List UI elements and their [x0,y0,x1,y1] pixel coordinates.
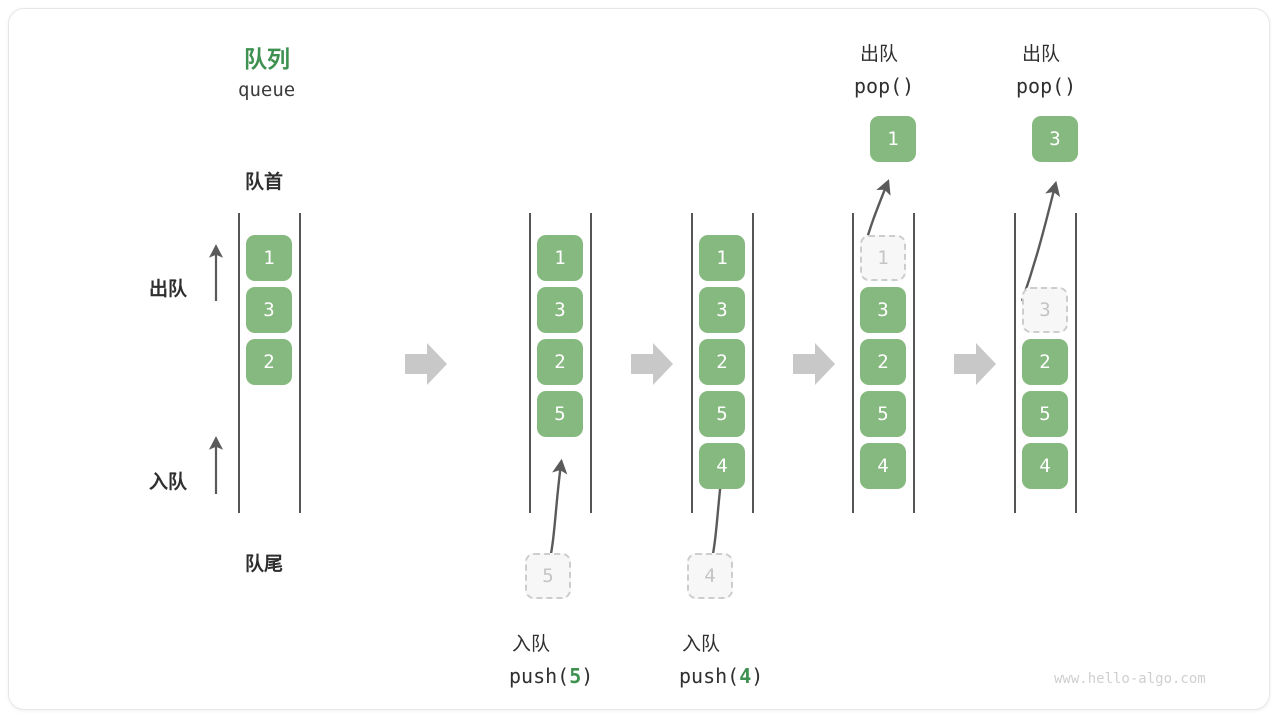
dequeue-direction-label: 出队 [149,278,188,300]
queue-item: 1 [246,235,292,281]
front-label: 队首 [245,171,284,193]
push-code-prefix: push( [509,664,570,688]
queue-rail-left [238,213,240,513]
queue-rail-right [913,213,915,513]
pop-header-code: pop() [1016,74,1077,98]
diagram-card: 队列 queue 队首 队尾 出队 入队 1 3 2 1 3 2 5 5 入队 … [8,8,1270,710]
queue-rail-right [1075,213,1077,513]
queue-item: 2 [699,339,745,385]
queue-rail-left [1014,213,1016,513]
queue-item: 5 [860,391,906,437]
incoming-item: 4 [687,553,733,599]
incoming-item: 5 [525,553,571,599]
page-title: 队列 [244,47,290,73]
enqueue-direction-label: 入队 [149,471,188,493]
watermark: www.hello-algo.com [1054,671,1206,687]
queue-item-ghost: 3 [1022,287,1068,333]
queue-item: 3 [699,287,745,333]
queue-item: 2 [1022,339,1068,385]
page-subtitle: queue [238,79,296,101]
push-code-suffix: ) [581,664,594,688]
push-caption-code: push(5) [509,664,593,688]
queue-item: 3 [860,287,906,333]
queue-item: 1 [537,235,583,281]
popped-item: 1 [870,116,916,162]
popped-item: 3 [1032,116,1078,162]
queue-rail-left [691,213,693,513]
pop-arrow-3 [1020,180,1061,302]
push-caption-code: push(4) [679,664,763,688]
pop-header-code: pop() [854,74,915,98]
push-caption-cn: 入队 [512,633,551,655]
pop-header-cn: 出队 [1022,43,1061,65]
queue-item: 4 [860,443,906,489]
queue-item: 4 [699,443,745,489]
queue-item: 2 [537,339,583,385]
push-code-prefix: push( [679,664,740,688]
queue-rail-right [752,213,754,513]
queue-item: 2 [246,339,292,385]
diagram-stage: 队列 queue 队首 队尾 出队 入队 1 3 2 1 3 2 5 5 入队 … [9,9,1269,709]
queue-item: 5 [699,391,745,437]
diagram-overlay [208,179,1061,569]
queue-item: 3 [246,287,292,333]
push-code-arg: 4 [739,664,752,688]
queue-item: 4 [1022,443,1068,489]
queue-item: 5 [537,391,583,437]
queue-rail-left [852,213,854,513]
queue-item: 1 [699,235,745,281]
queue-rail-right [590,213,592,513]
rear-label: 队尾 [245,553,284,575]
queue-rail-left [529,213,531,513]
push-caption-cn: 入队 [682,633,721,655]
queue-item: 5 [1022,391,1068,437]
push-code-suffix: ) [751,664,764,688]
queue-rail-right [299,213,301,513]
queue-item-ghost: 1 [860,235,906,281]
queue-item: 3 [537,287,583,333]
push-code-arg: 5 [569,664,582,688]
queue-item: 2 [860,339,906,385]
pop-header-cn: 出队 [860,43,899,65]
